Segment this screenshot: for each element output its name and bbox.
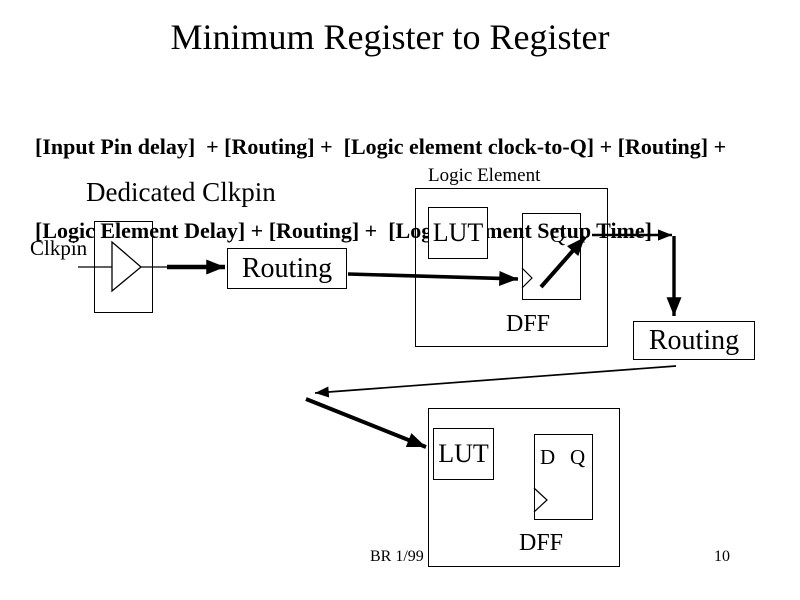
page-title: Minimum Register to Register xyxy=(170,17,610,57)
routing-box-1: Routing xyxy=(227,248,347,289)
logic-element-1-title: Logic Element xyxy=(428,165,541,186)
timing-formula: [Input Pin delay] + [Routing] + [Logic e… xyxy=(35,77,726,301)
arrow-routing2-feedback-long xyxy=(314,365,677,398)
dff-2-label: DFF xyxy=(519,530,564,556)
formula-line-1: [Input Pin delay] + [Routing] + [Logic e… xyxy=(35,134,727,159)
dff-box-2 xyxy=(534,434,593,520)
lut-box-2: LUT xyxy=(433,428,494,480)
dff-1-label: DFF xyxy=(506,311,551,337)
logic-element-2-box xyxy=(428,408,620,567)
lut-box-2-label: LUT xyxy=(438,439,489,468)
lut-box-1-label: LUT xyxy=(432,218,484,247)
lut-box-1: LUT xyxy=(428,207,488,259)
routing-box-2: Routing xyxy=(633,321,755,360)
page-number: 10 xyxy=(714,548,730,565)
dff-2-q-label: Q xyxy=(570,445,586,469)
dff-2-d-label: D xyxy=(540,445,556,469)
routing-box-2-label: Routing xyxy=(648,324,740,356)
footer-credit: BR 1/99 xyxy=(370,548,424,565)
arrow-into-logic-element-2 xyxy=(305,397,427,449)
routing-box-1-label: Routing xyxy=(241,252,333,284)
dff-1-q-label: Q xyxy=(550,223,566,247)
clkpin-buffer-box xyxy=(94,221,153,313)
clkpin-label: Clkpin xyxy=(30,236,88,260)
logic-element-1-box xyxy=(415,188,608,347)
dedicated-clkpin-label: Dedicated Clkpin xyxy=(86,177,276,207)
